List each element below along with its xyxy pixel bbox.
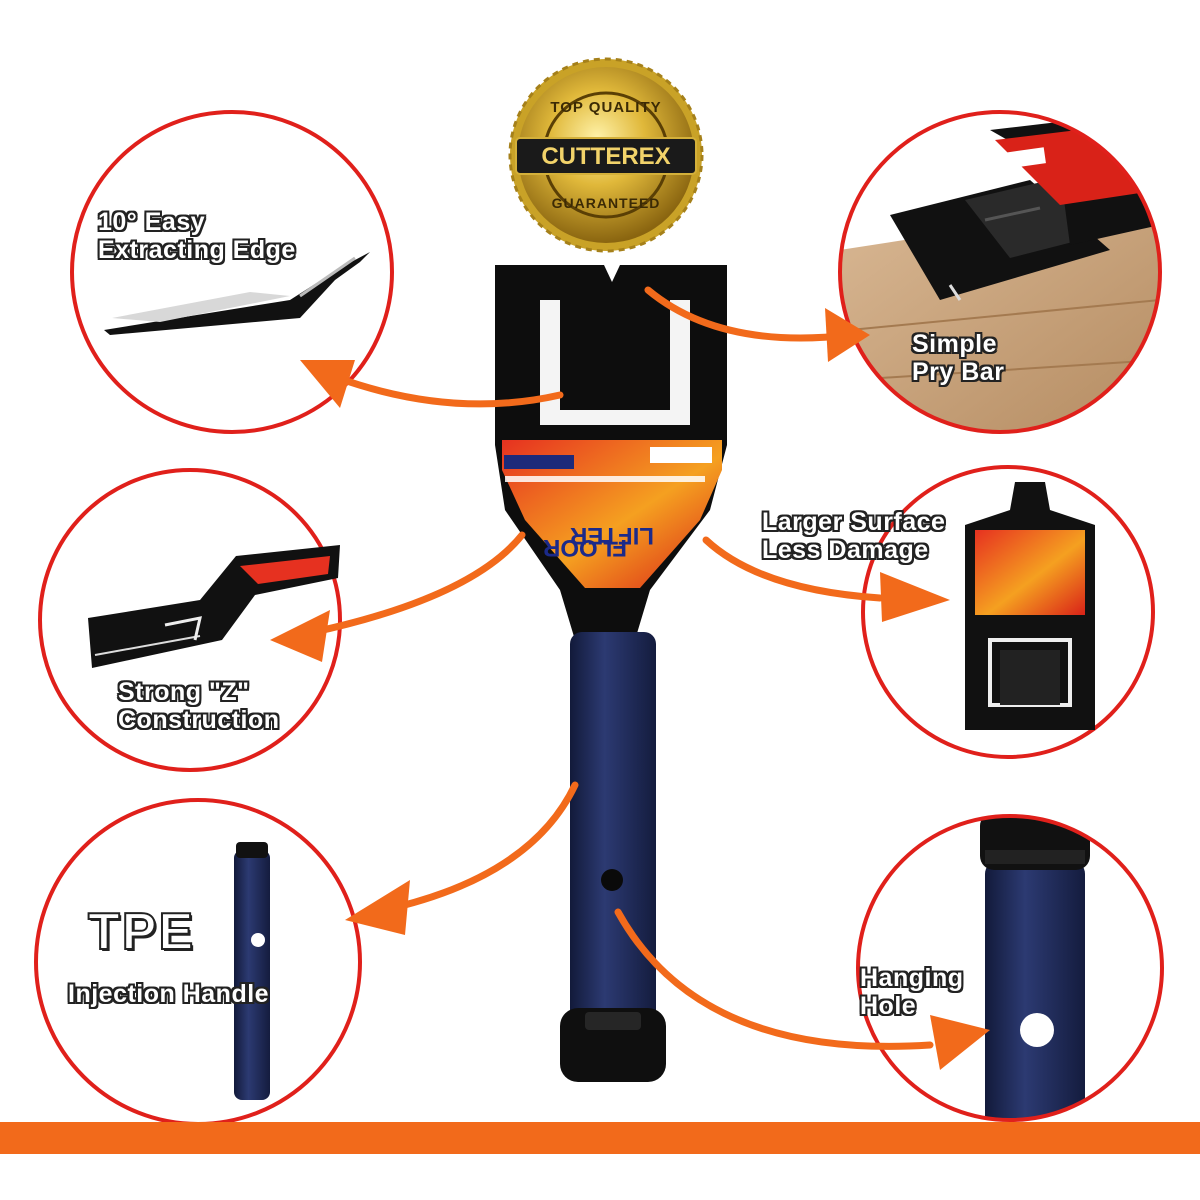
label-pry-bar: Simple Pry Bar — [912, 330, 1004, 386]
label-easy-edge-line2: Extracting Edge — [98, 236, 296, 264]
label-surface-line2: Less Damage — [762, 536, 929, 564]
lifter-handle — [570, 632, 656, 1042]
label-hanging-line1: Hanging — [860, 964, 964, 992]
surface-blade-illustration — [965, 482, 1095, 730]
lifter-label-title-2: LIFTER — [570, 522, 654, 549]
label-tpe-handle: Injection Handle — [68, 980, 269, 1008]
label-surface: Larger Surface Less Damage — [762, 508, 945, 564]
arrow-surface — [702, 536, 884, 602]
label-easy-edge-line1: 10° Easy — [98, 208, 206, 236]
label-pry-bar-line1: Simple — [912, 330, 997, 358]
callout-circle-hanging-hole — [856, 814, 1164, 1122]
hanging-handle-illustration — [980, 816, 1090, 1120]
label-surface-line1: Larger Surface — [762, 508, 946, 536]
label-easy-edge: 10° Easy Extracting Edge — [98, 208, 296, 264]
label-z-line1: Strong "Z" — [118, 678, 250, 706]
arrow-z-construction — [296, 531, 526, 639]
badge-top-text: TOP QUALITY — [550, 99, 661, 116]
label-tpe-line2: Injection Handle — [68, 980, 270, 1008]
callout-circle-pry-bar — [838, 110, 1162, 434]
extracting-edge-illustration — [104, 252, 370, 335]
arrow-pry-bar — [644, 286, 854, 342]
label-hanging-hole: Hanging Hole — [860, 964, 964, 1020]
lifter-label-title-1: FLOOR — [543, 534, 627, 561]
tpe-handle-illustration — [234, 842, 270, 1100]
floor-lifter-product: FLOOR LIFTER — [495, 265, 727, 1082]
badge-bottom-text: GUARANTEED — [552, 195, 661, 211]
arrow-hanging-hole — [614, 908, 934, 1050]
label-pry-bar-line2: Pry Bar — [912, 358, 1005, 386]
callout-circle-easy-edge — [70, 110, 394, 434]
callout-arrows — [296, 286, 934, 1050]
arrow-tpe — [371, 781, 579, 916]
callout-circle-z-construction — [38, 468, 342, 772]
lifter-hanging-hole — [601, 869, 623, 891]
label-hanging-line2: Hole — [860, 992, 917, 1020]
z-construction-illustration — [88, 545, 340, 668]
label-z-construction: Strong "Z" Construction — [118, 678, 280, 734]
label-tpe-big: TPE — [87, 902, 196, 962]
pry-bar-blade-illustration — [890, 112, 1160, 301]
label-z-line2: Construction — [118, 706, 280, 734]
badge-brand: CUTTEREX — [541, 143, 670, 170]
callout-circle-tpe — [34, 798, 362, 1126]
callout-circle-surface — [861, 465, 1155, 759]
bottom-accent-bar — [0, 1122, 1200, 1154]
quality-seal-badge: CUTTEREX TOP QUALITY GUARANTEED — [508, 57, 704, 253]
arrow-heads — [270, 308, 990, 1070]
arrow-easy-edge — [326, 371, 564, 408]
